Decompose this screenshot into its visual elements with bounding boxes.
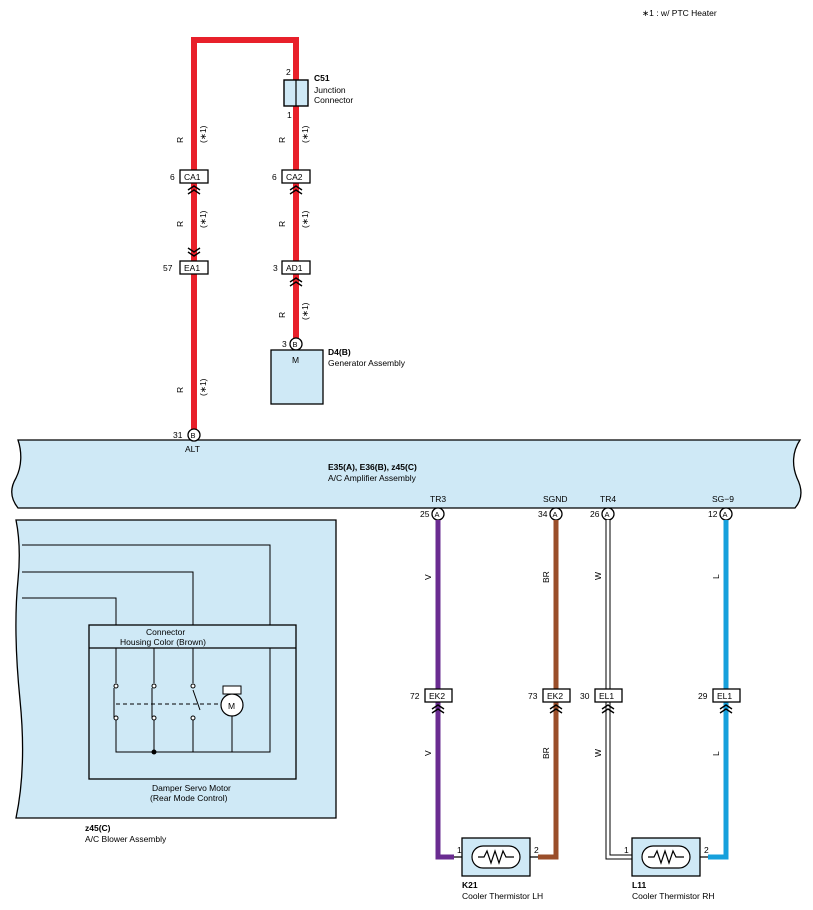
wire-code-r: R bbox=[277, 221, 287, 227]
l11-name: Cooler Thermistor RH bbox=[632, 891, 715, 901]
wire-code: L bbox=[711, 574, 721, 579]
ad1-connector: AD1 3 bbox=[273, 260, 311, 287]
wire-code: W bbox=[593, 749, 603, 757]
wire-code: V bbox=[423, 750, 433, 756]
terminal-conn: A bbox=[435, 510, 440, 519]
terminal-pin: 34 bbox=[538, 509, 548, 519]
ca2-code: CA2 bbox=[286, 172, 303, 182]
note-mark: (∗1) bbox=[198, 378, 208, 396]
note-mark: (∗1) bbox=[300, 210, 310, 228]
wire-code: BR bbox=[541, 747, 551, 759]
wire-code: V bbox=[423, 574, 433, 580]
ea1-pin: 57 bbox=[163, 263, 173, 273]
ac-amplifier-assembly: E35(A), E36(B), z45(C) A/C Amplifier Ass… bbox=[11, 428, 802, 509]
k21-cooler-thermistor-lh: 1 2 K21 Cooler Thermistor LH bbox=[454, 837, 543, 901]
wire-code-r: R bbox=[277, 137, 287, 143]
c51-code: C51 bbox=[314, 73, 330, 83]
junction-code: EL1 bbox=[717, 691, 732, 701]
note-mark: (∗1) bbox=[300, 302, 310, 320]
junction-pin: 29 bbox=[698, 691, 708, 701]
generator-assembly: B 3 M D4(B) Generator Assembly bbox=[270, 337, 406, 405]
c51-pin-bottom: 1 bbox=[287, 110, 292, 120]
servo-motor-label: M bbox=[228, 701, 235, 711]
l11-code: L11 bbox=[632, 880, 646, 890]
wire-code: L bbox=[711, 751, 721, 756]
motor-line1: Damper Servo Motor bbox=[152, 783, 231, 793]
l11-pin1: 1 bbox=[624, 845, 629, 855]
d4-pin: 3 bbox=[282, 339, 287, 349]
terminal-pin: 25 bbox=[420, 509, 430, 519]
k21-name: Cooler Thermistor LH bbox=[462, 891, 543, 901]
junction-pin: 73 bbox=[528, 691, 538, 701]
wire-code-r: R bbox=[277, 312, 287, 318]
wire-code-r: R bbox=[175, 221, 185, 227]
c51-pin-top: 2 bbox=[286, 67, 291, 77]
junction-connectors: EK2 72 EK2 73 EL1 30 EL1 29 bbox=[410, 688, 741, 714]
ea1-connector: EA1 57 bbox=[163, 247, 209, 275]
l11-pin2: 2 bbox=[704, 845, 709, 855]
red-wire-labels: R (∗1) R (∗1) R (∗1) R (∗1) R (∗1) R (∗1… bbox=[175, 125, 310, 396]
wire-code-r: R bbox=[175, 137, 185, 143]
conn-line2: Housing Color (Brown) bbox=[120, 637, 206, 647]
signal-wire-labels: V BR W L V BR W L bbox=[423, 571, 721, 759]
d4-connector: B bbox=[293, 340, 298, 349]
switch-contacts bbox=[113, 648, 271, 753]
c51-junction-connector: 2 1 C51 Junction Connector bbox=[283, 67, 353, 120]
ca2-pin: 6 bbox=[272, 172, 277, 182]
amp-name: A/C Amplifier Assembly bbox=[328, 473, 417, 483]
motor-line2: (Rear Mode Control) bbox=[150, 793, 228, 803]
conn-line1: Connector bbox=[146, 627, 185, 637]
ca2-connector: CA2 6 bbox=[272, 169, 311, 195]
k21-pin2: 2 bbox=[534, 845, 539, 855]
terminal-label: TR3 bbox=[430, 494, 446, 504]
amp-codes: E35(A), E36(B), z45(C) bbox=[328, 462, 417, 472]
terminal-label: SGND bbox=[543, 494, 568, 504]
junction-pin: 72 bbox=[410, 691, 420, 701]
l11-cooler-thermistor-rh: 1 2 L11 Cooler Thermistor RH bbox=[624, 837, 715, 901]
ad1-pin: 3 bbox=[273, 263, 278, 273]
wire-code-r: R bbox=[175, 387, 185, 393]
ca1-connector: CA1 6 bbox=[170, 169, 209, 195]
terminal-pin: 12 bbox=[708, 509, 718, 519]
junction-pin: 30 bbox=[580, 691, 590, 701]
junction-code: EL1 bbox=[599, 691, 614, 701]
ea1-code: EA1 bbox=[184, 263, 200, 273]
junction-code: EK2 bbox=[547, 691, 563, 701]
note-mark: (∗1) bbox=[300, 125, 310, 143]
junction-code: EK2 bbox=[429, 691, 445, 701]
amp-terminals: TR3 SGND TR4 SG−9 A A A A 25 34 26 12 bbox=[420, 494, 734, 521]
alt-conn: B bbox=[191, 431, 196, 440]
k21-pin1: 1 bbox=[457, 845, 462, 855]
terminal-conn: A bbox=[553, 510, 558, 519]
alt-pin: 31 bbox=[173, 430, 183, 440]
c51-line1: Junction bbox=[314, 85, 346, 95]
note-mark: (∗1) bbox=[198, 210, 208, 228]
ac-blower-assembly: Connector Housing Color (Brown) M Dampe bbox=[15, 519, 337, 844]
terminal-pin: 26 bbox=[590, 509, 600, 519]
ca1-pin: 6 bbox=[170, 172, 175, 182]
red-wire-loop bbox=[191, 37, 299, 430]
note-mark: (∗1) bbox=[198, 125, 208, 143]
terminal-label: SG−9 bbox=[712, 494, 734, 504]
blower-code: z45(C) bbox=[85, 823, 111, 833]
terminal-label: TR4 bbox=[600, 494, 616, 504]
terminal-conn: A bbox=[723, 510, 728, 519]
d4-motor: M bbox=[292, 355, 299, 365]
ca1-code: CA1 bbox=[184, 172, 201, 182]
alt-label: ALT bbox=[185, 444, 200, 454]
d4-code: D4(B) bbox=[328, 347, 351, 357]
signal-wires bbox=[435, 520, 729, 860]
ad1-code: AD1 bbox=[286, 263, 303, 273]
k21-code: K21 bbox=[462, 880, 478, 890]
blower-name: A/C Blower Assembly bbox=[85, 834, 167, 844]
wire-code: W bbox=[593, 572, 603, 580]
c51-line2: Connector bbox=[314, 95, 353, 105]
terminal-conn: A bbox=[605, 510, 610, 519]
d4-name: Generator Assembly bbox=[328, 358, 406, 368]
footnote: ∗1 : w/ PTC Heater bbox=[642, 8, 717, 18]
wire-code: BR bbox=[541, 571, 551, 583]
